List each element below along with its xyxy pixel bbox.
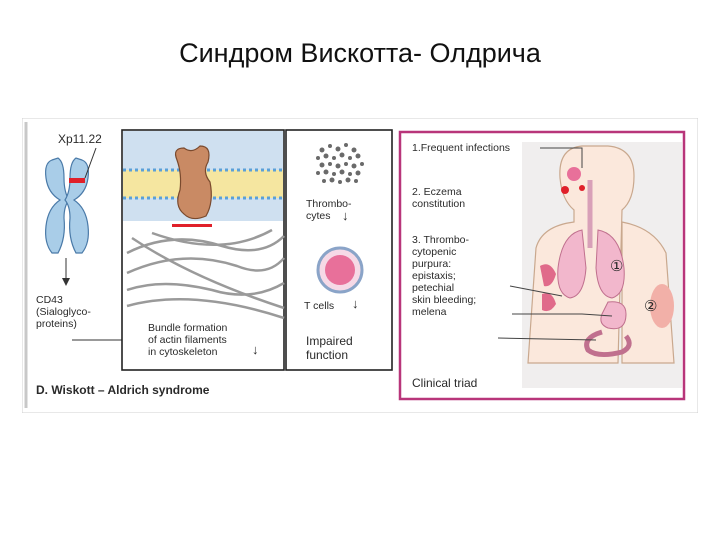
slide-title: Синдром Вискотта- Олдрича (179, 38, 541, 68)
tcells-down-arrow: ↓ (352, 296, 359, 311)
x-chromosome-drawing (45, 147, 97, 286)
triad-item-infections: 1.Frequent infections (412, 142, 511, 154)
actin-down-arrow: ↓ (252, 342, 259, 357)
thrombocytes-down-arrow: ↓ (342, 208, 349, 223)
tcells-label: T cells (304, 300, 335, 312)
chromosome-locus-label: Xp11.22 (58, 132, 102, 146)
figure-caption: D. Wiskott – Aldrich syndrome (36, 383, 210, 397)
cd43-label: CD43 (Sialoglyco- proteins) (36, 294, 91, 330)
triad-marker-1: ① (610, 258, 624, 275)
figure-artwork (22, 118, 698, 413)
cytoskeleton-panel (121, 129, 285, 371)
triad-marker-2: ② (644, 298, 658, 315)
cells-panel (285, 129, 393, 371)
triad-item-thrombocytopenia: 3. Thrombo- cytopenic purpura: epistaxis… (412, 234, 477, 318)
triad-item-eczema: 2. Eczema constitution (412, 186, 466, 210)
triad-caption: Clinical triad (412, 376, 478, 390)
wasp-protein (174, 145, 212, 220)
wiskott-aldrich-figure: Xp11.22 CD43 (Sialoglyco- proteins) Bund… (22, 118, 698, 413)
impaired-function-label: Impaired function (306, 334, 353, 362)
actin-bundle-label: Bundle formation of actin filaments in c… (148, 322, 228, 358)
gene-locus-mark (69, 178, 85, 183)
clinical-triad-panel (398, 130, 686, 401)
thrombocytes-label: Thrombo- cytes (306, 198, 352, 222)
